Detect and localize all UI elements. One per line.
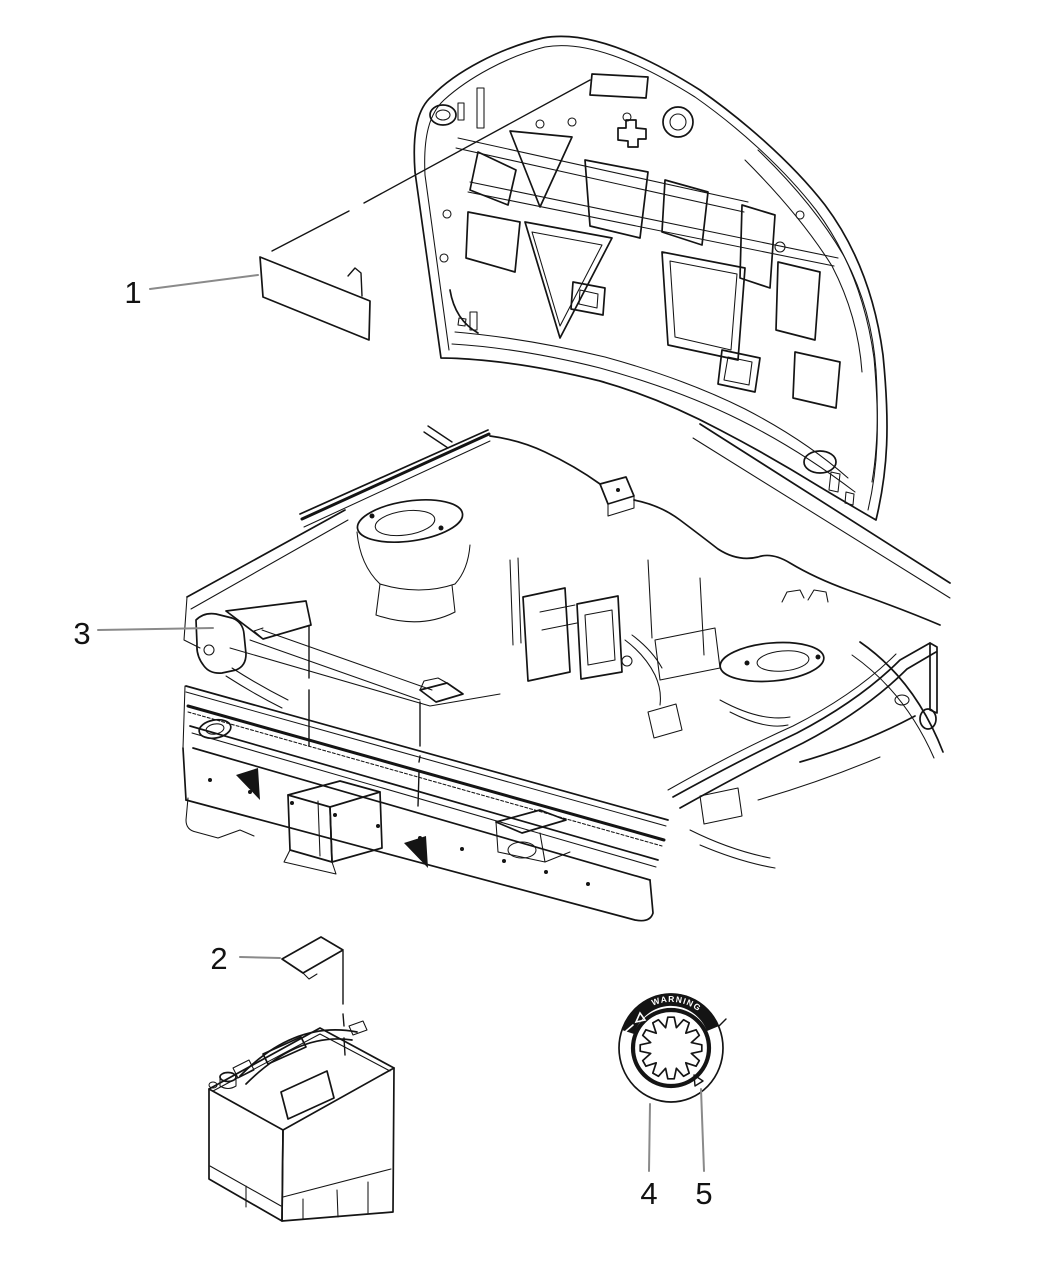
callout-5-group: 5 [695,1088,713,1211]
cap-gear-star [639,1016,703,1080]
label-3b [419,682,464,703]
right-fender-rail [667,642,938,869]
support-gusset-left [236,768,260,800]
callout-4-number: 4 [640,1176,657,1211]
label-3-fold [253,627,264,639]
radiator-support [182,612,683,922]
hood-emission-label [589,73,649,99]
callout-2-leader [239,956,281,959]
support-rivets [208,778,590,886]
battery-handle [232,1020,368,1085]
label-3b-drop-line [417,701,421,807]
callout-3-group: 3 [73,600,464,807]
callout-1-number: 1 [124,275,141,310]
hood-hinges-and-bolts [429,87,855,506]
label-2-fold [302,972,318,980]
support-gusset-right [404,836,428,868]
battery-group [208,1020,395,1222]
callout-4-group: 4 [640,1103,658,1211]
battery-terminal [208,1071,237,1090]
warning-triangle-icon [634,1011,647,1024]
label-2-drop-line [342,950,346,1056]
cap-notch-marker [693,1074,704,1087]
label-3b-fold [419,677,448,691]
label-1-tab [347,267,363,297]
pressure-cap-group: WARNING [618,993,727,1103]
label-2 [281,936,344,974]
firewall-details [229,557,721,707]
callout-2-group: 2 [210,936,346,1056]
callout-5-number: 5 [695,1176,712,1211]
label-1-projection-line-a [363,79,591,204]
battery-right-face [281,1067,395,1222]
cowl-and-fenders [183,423,951,649]
callout-3-leader [97,627,214,631]
hood-latch [570,119,647,316]
label-3 [225,600,312,640]
hood-right-hem-2 [744,159,863,373]
battery-top-label [280,1070,335,1120]
callout-3-number: 3 [73,616,90,651]
callout-1-group: 1 [124,79,591,341]
callout-5-leader [700,1088,705,1172]
callout-4-leader [648,1103,651,1172]
hood-outline [413,35,888,521]
hood-group [413,35,888,521]
hood-front-lip-2 [454,331,849,479]
hood-right-hem [757,149,878,483]
cap-inner-ring [630,1007,712,1089]
left-strut-tower [356,499,471,623]
label-1-projection-line-b [271,210,350,252]
callout-2-number: 2 [210,941,227,976]
tow-bracket [195,612,289,740]
hood-front-lip-1 [451,343,856,493]
hood-web-cutouts [465,130,841,409]
hood-hem-inner [424,45,878,511]
right-strut-tower [719,641,944,759]
engine-bay-group [182,423,951,922]
callout-1-leader [149,274,259,290]
label-1 [259,256,371,341]
cap-warning-band [622,993,719,1034]
